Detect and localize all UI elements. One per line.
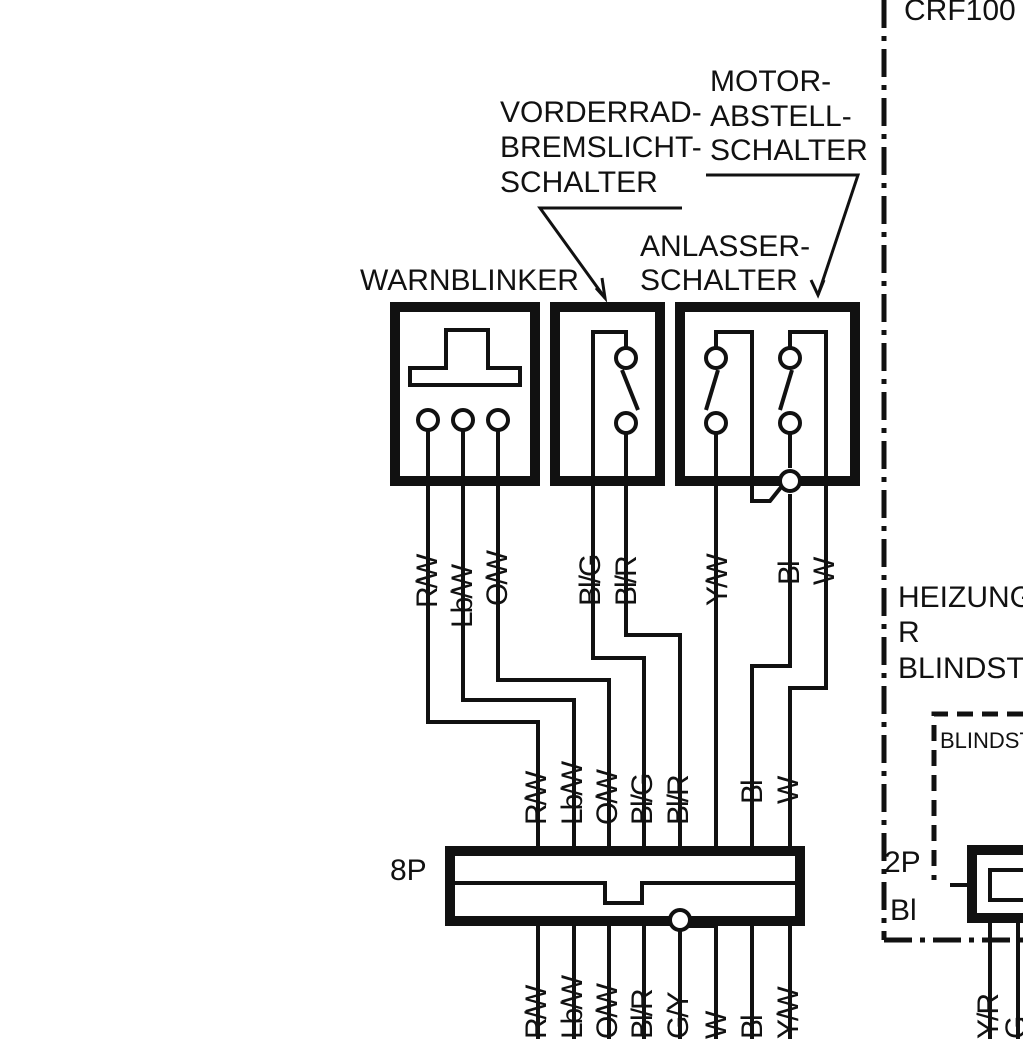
harness-wires-lower — [536, 908, 792, 1039]
wire-label: G/Y — [662, 991, 695, 1039]
heater-label: HEIZUNG R BLINDSTEC — [898, 581, 1023, 685]
wire-labels-upper: R/W Lb/W O/W Bl/G Bl/R Y/W Bl W — [411, 549, 841, 628]
wire-label: G — [1000, 1017, 1023, 1039]
wire-label: R/W — [411, 553, 444, 608]
hazard-label: WARNBLINKER — [360, 264, 579, 297]
connector-2p — [950, 845, 1023, 1039]
wire-label: Bl — [736, 1016, 769, 1039]
wire-label: W — [700, 1010, 733, 1039]
starter-switch-label: ANLASSER- SCHALTER — [640, 230, 810, 297]
connector-2p-label: 2P — [884, 846, 921, 879]
harness-wires — [426, 430, 828, 848]
engine-stop-switch-label: MOTOR- ABSTELL- SCHALTER — [710, 65, 868, 167]
svg-text:SCHALTER: SCHALTER — [500, 166, 658, 199]
wire-label: Bl — [773, 562, 806, 585]
svg-text:SCHALTER: SCHALTER — [640, 264, 798, 297]
wire-label: O/W — [591, 768, 624, 825]
wire-label: O/W — [591, 982, 624, 1039]
svg-text:SCHALTER: SCHALTER — [710, 134, 868, 167]
svg-text:ABSTELL-: ABSTELL- — [710, 100, 852, 133]
wire-label: Bl/R — [610, 556, 643, 606]
front-brake-switch — [550, 302, 665, 486]
wire-label: Bl/G — [574, 555, 607, 606]
wire-label: O/W — [481, 549, 514, 606]
front-brake-switch-label: VORDERRAD- BREMSLICHT- SCHALTER — [500, 96, 702, 199]
wire-label: Lb/W — [556, 974, 589, 1039]
model-label: CRF100 — [904, 0, 1016, 27]
wire-label: Bl/R — [626, 989, 659, 1039]
wire-label: Y/R — [972, 994, 1005, 1039]
wire-labels-connector-bottom: R/W Lb/W O/W Bl/R G/Y W Bl Y/W — [520, 974, 805, 1039]
svg-text:HEIZUNG: HEIZUNG — [898, 581, 1023, 614]
connector-8p-label: 8P — [390, 854, 427, 887]
wire-label: Bl — [736, 781, 769, 804]
wire-label: R/W — [520, 984, 553, 1039]
harness-boundary — [881, 0, 1023, 943]
wire-label: Bl/R — [662, 775, 695, 825]
connector-8p — [445, 846, 805, 926]
svg-text:R: R — [898, 616, 920, 649]
starter-stop-switch — [675, 302, 860, 486]
dummy-plug-label: BLINDSTEC — [940, 728, 1023, 753]
dummy-plug-box: BLINDSTEC — [931, 711, 1023, 880]
wire-label: Y/W — [701, 553, 734, 606]
svg-text:MOTOR-: MOTOR- — [710, 65, 831, 98]
svg-text:BREMSLICHT-: BREMSLICHT- — [500, 131, 702, 164]
connector-2p-color: Bl — [890, 894, 917, 927]
wire-label: Y/W — [772, 986, 805, 1039]
svg-text:ANLASSER-: ANLASSER- — [640, 230, 810, 263]
wire-label: W — [808, 556, 841, 585]
switch-terminals — [416, 346, 802, 493]
wire-label: Lb/W — [446, 563, 479, 628]
leader-lines — [537, 173, 861, 303]
svg-text:BLINDSTEC: BLINDSTEC — [898, 652, 1023, 685]
wire-labels-connector-top: R/W Lb/W O/W Bl/G Bl/R Bl W — [520, 760, 805, 825]
svg-text:VORDERRAD-: VORDERRAD- — [500, 96, 702, 129]
wire-label: W — [772, 775, 805, 804]
wire-label: R/W — [520, 770, 553, 825]
wire-label: Bl/G — [626, 774, 659, 825]
wire-label: Lb/W — [556, 760, 589, 825]
